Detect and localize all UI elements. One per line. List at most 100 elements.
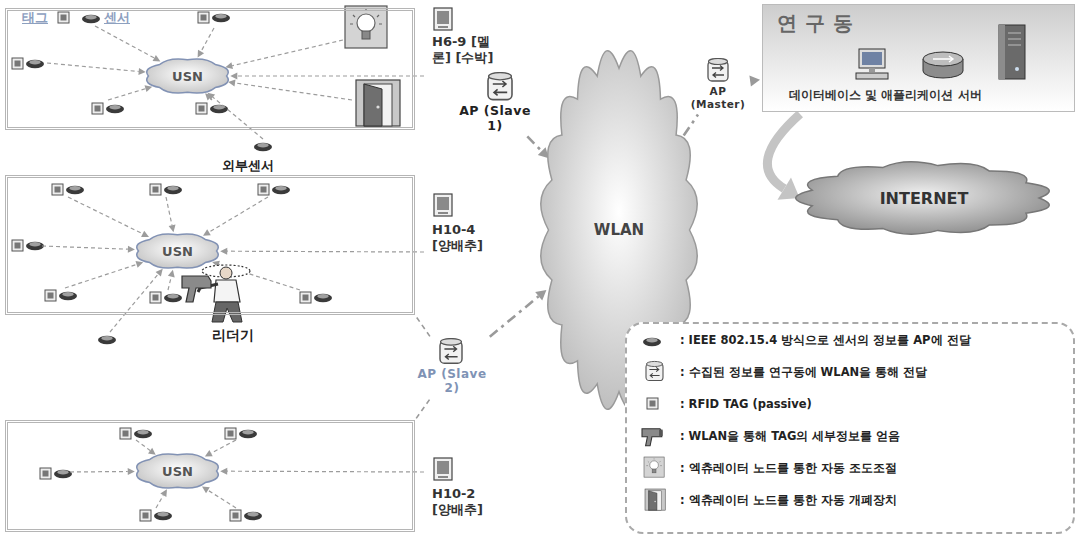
- access-point-icon: [440, 339, 462, 364]
- rfid-tag-icon: [12, 58, 23, 69]
- sensor-data-arrow: [208, 93, 264, 139]
- usn-cloud: USN: [130, 230, 225, 272]
- legend-box: : IEEE 802.15.4 방식으로 센서의 정보를 AP에 전달: 수집된…: [625, 322, 1075, 534]
- rfid-tag-icon: [52, 184, 63, 195]
- sensor-data-arrow: [220, 248, 424, 255]
- sensor-icon: [154, 512, 172, 520]
- usn-cloud: USN: [130, 450, 225, 492]
- sensor-label: 센서: [104, 9, 130, 27]
- access-point-symbol: [450, 72, 540, 103]
- rfid-tag-icon: [434, 194, 452, 216]
- access-point-icon: [488, 73, 512, 100]
- data-flow-arrow: [767, 114, 800, 200]
- sensor-icon: [212, 14, 230, 22]
- access-point: AP (Slave 1): [450, 72, 540, 135]
- link-line: [490, 296, 539, 336]
- access-point-symbol: [688, 58, 748, 85]
- rfid-tag-icon: [196, 103, 207, 114]
- node-label: 연구동: [777, 10, 861, 37]
- sensor-data-arrow: [136, 440, 156, 455]
- rfid-tag-icon: [434, 458, 452, 480]
- research-building-box: 연구동데이터베이스 및 애플리케이션 서버: [762, 4, 1075, 112]
- sensor-icon: [164, 186, 182, 194]
- sensor-data-arrow: [230, 73, 424, 80]
- usn-cloud: USN: [140, 55, 235, 97]
- legend-text: : 엑츄레이터 노드를 통한 자동 개폐장치: [680, 493, 897, 508]
- network-link: [490, 290, 547, 337]
- link-line: [684, 115, 698, 136]
- flow-curve: [767, 114, 800, 189]
- greenhouse-box: H6-9 [멜론] [수박]USN: [5, 8, 415, 130]
- node-label: AP (Slave 2): [412, 367, 492, 396]
- node-label: H10-4 [양배추]: [432, 222, 496, 254]
- door-actuator-icon: [356, 80, 400, 126]
- node-label: WLAN: [594, 221, 644, 239]
- rfid-tag-icon: [92, 103, 103, 114]
- cloud-outline: [147, 59, 229, 93]
- sensor-icon: [134, 430, 152, 438]
- rfid-tag-icon: [647, 398, 658, 409]
- sensor-icon: [98, 336, 116, 344]
- sensor-data-arrow: [220, 468, 424, 475]
- network-link: [527, 136, 548, 158]
- sensor-icon: [164, 294, 182, 302]
- link-line: [416, 400, 429, 419]
- access-point-icon: [646, 361, 663, 380]
- legend-symbols: [627, 324, 677, 532]
- sensor-data-arrow: [156, 489, 167, 508]
- rfid-tag-icon: [198, 12, 209, 23]
- sensor-data-arrow: [166, 197, 176, 232]
- node-label: USN: [172, 69, 203, 84]
- rfid-tag-icon: [140, 510, 151, 521]
- network-link: [684, 115, 698, 136]
- rfid-tag-icon: [225, 428, 236, 439]
- node-label: H6-9 [멜론] [수박]: [432, 34, 496, 66]
- rfid-tag-icon: [150, 292, 161, 303]
- sensor-data-arrow: [108, 85, 152, 100]
- rfid-tag-icon: [230, 510, 241, 521]
- access-point: AP (Master): [688, 58, 748, 113]
- node-label: AP (Master): [688, 85, 748, 110]
- sensor-data-arrow: [47, 63, 146, 75]
- lamp-actuator-icon: [644, 457, 664, 477]
- arrow-head: [535, 290, 546, 301]
- arrow-head: [749, 76, 760, 87]
- node-label: INTERNET: [880, 189, 969, 208]
- sensor-data-arrow: [95, 26, 160, 61]
- cloud-outline: [137, 454, 219, 488]
- rfid-tag-icon: [300, 292, 311, 303]
- reader-label: 리더기: [212, 327, 254, 345]
- link-line: [527, 136, 541, 151]
- rfid-tag-icon: [58, 12, 69, 23]
- reader-icon: [642, 429, 663, 446]
- legend-text: : 엑츄레이터 노드를 통한 자동 조도조절: [680, 461, 897, 476]
- sensor-icon: [66, 186, 84, 194]
- sensor-data-arrow: [228, 80, 352, 101]
- sensor-data-arrow: [68, 197, 149, 237]
- access-point-icon: [708, 59, 728, 82]
- network-link: [749, 76, 760, 87]
- sensor-data-arrow: [225, 40, 343, 69]
- cloud-outline: [796, 162, 1050, 234]
- sensor-icon: [59, 292, 77, 300]
- rfid-tag-icon: [40, 468, 51, 479]
- router-icon: [923, 52, 963, 78]
- node-label: USN: [162, 244, 193, 259]
- sensor-icon: [272, 186, 290, 194]
- sensor-icon: [643, 338, 661, 346]
- node-label: H10-2 [양배추]: [432, 486, 496, 518]
- access-point-symbol: [412, 338, 492, 367]
- sensor-data-arrow: [65, 261, 143, 288]
- link-line: [416, 317, 430, 337]
- rfid-tag-icon: [12, 240, 23, 251]
- sensor-data-arrow: [198, 28, 214, 58]
- lamp-actuator-icon: [345, 6, 387, 48]
- server-icon: [999, 25, 1025, 79]
- access-point: AP (Slave 2): [412, 338, 492, 398]
- rfid-tag-icon: [150, 184, 161, 195]
- internet-cloud: INTERNET: [788, 158, 1060, 238]
- sensor-icon: [254, 143, 272, 151]
- legend-text: : 수집된 정보를 연구동에 WLAN을 통해 전달: [680, 365, 927, 380]
- sensor-data-arrow: [168, 270, 175, 290]
